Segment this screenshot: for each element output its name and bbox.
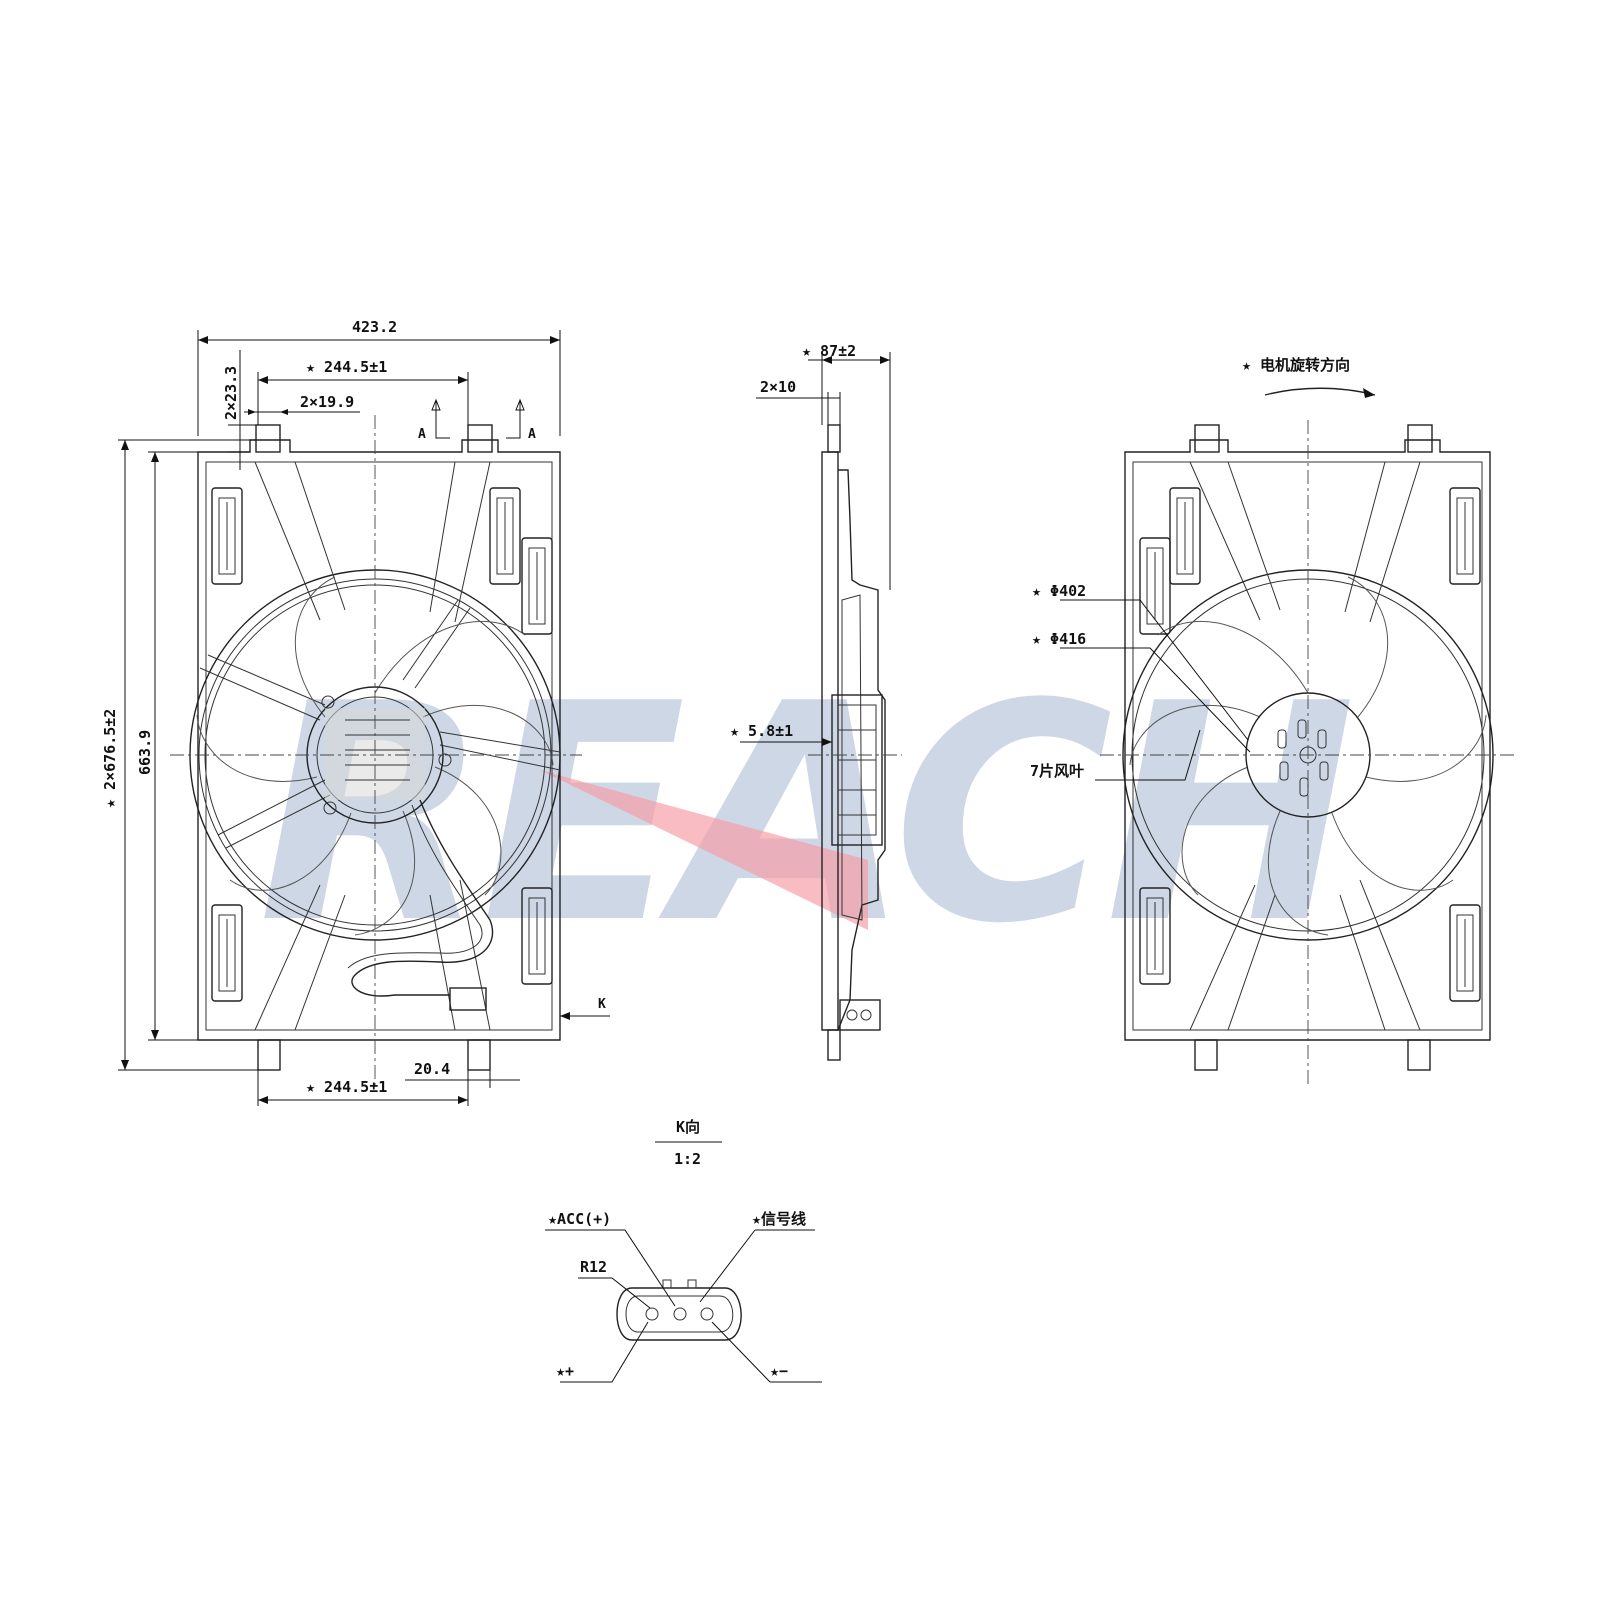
pin-signal: ★信号线 bbox=[752, 1210, 806, 1228]
connector-title: K向 bbox=[676, 1118, 700, 1136]
pin-plus: ★+ bbox=[556, 1362, 574, 1380]
dim-mount-spacing-bottom: ★ 244.5±1 bbox=[306, 1078, 387, 1096]
connector-view: K向 1:2 ★ACC(+) ★信号线 R12 ★+ ★− bbox=[545, 1118, 822, 1383]
pin-acc: ★ACC(+) bbox=[548, 1210, 611, 1228]
dim-tab-height: 2×23.3 bbox=[222, 366, 240, 420]
view-arrow-label: K bbox=[598, 997, 606, 1012]
dia-inner: ★ Φ402 bbox=[1032, 582, 1086, 600]
dim-overall-width: 423.2 bbox=[352, 318, 397, 336]
dim-depth: ★ 87±2 bbox=[802, 342, 856, 360]
blade-count: 7片风叶 bbox=[1030, 762, 1084, 780]
dia-outer: ★ Φ416 bbox=[1032, 630, 1086, 648]
section-label-right: A bbox=[528, 427, 536, 442]
dim-overall-height: ★ 2×676.5±2 bbox=[101, 709, 119, 808]
side-dimensions: ★ 87±2 2×10 ★ 5.8±1 bbox=[730, 342, 891, 746]
watermark: REACH bbox=[258, 640, 1353, 989]
dim-frame-height: 663.9 bbox=[136, 730, 154, 775]
dim-mount-spacing-top: ★ 244.5±1 bbox=[306, 358, 387, 376]
connector-radius: R12 bbox=[580, 1258, 607, 1276]
section-label-left: A bbox=[418, 427, 426, 442]
dim-tab-width: 2×19.9 bbox=[300, 393, 354, 411]
pin-minus: ★− bbox=[770, 1362, 788, 1380]
dim-tab-depth: 2×10 bbox=[760, 378, 796, 396]
front-view bbox=[170, 415, 582, 1090]
rotation-label: ★ 电机旋转方向 bbox=[1242, 356, 1350, 374]
rear-view: ★ 电机旋转方向 ★ Φ402 ★ Φ416 7片风叶 bbox=[1030, 356, 1515, 1085]
connector-scale: 1:2 bbox=[674, 1150, 701, 1168]
highlight-wedge bbox=[540, 770, 868, 930]
dim-connector-offset: 20.4 bbox=[414, 1060, 450, 1078]
front-dimensions: 423.2 ★ 244.5±1 2×19.9 2×23.3 ★ 2×676.5±… bbox=[101, 318, 610, 1106]
side-view bbox=[808, 424, 902, 1061]
dim-hub-offset: ★ 5.8±1 bbox=[730, 722, 793, 740]
